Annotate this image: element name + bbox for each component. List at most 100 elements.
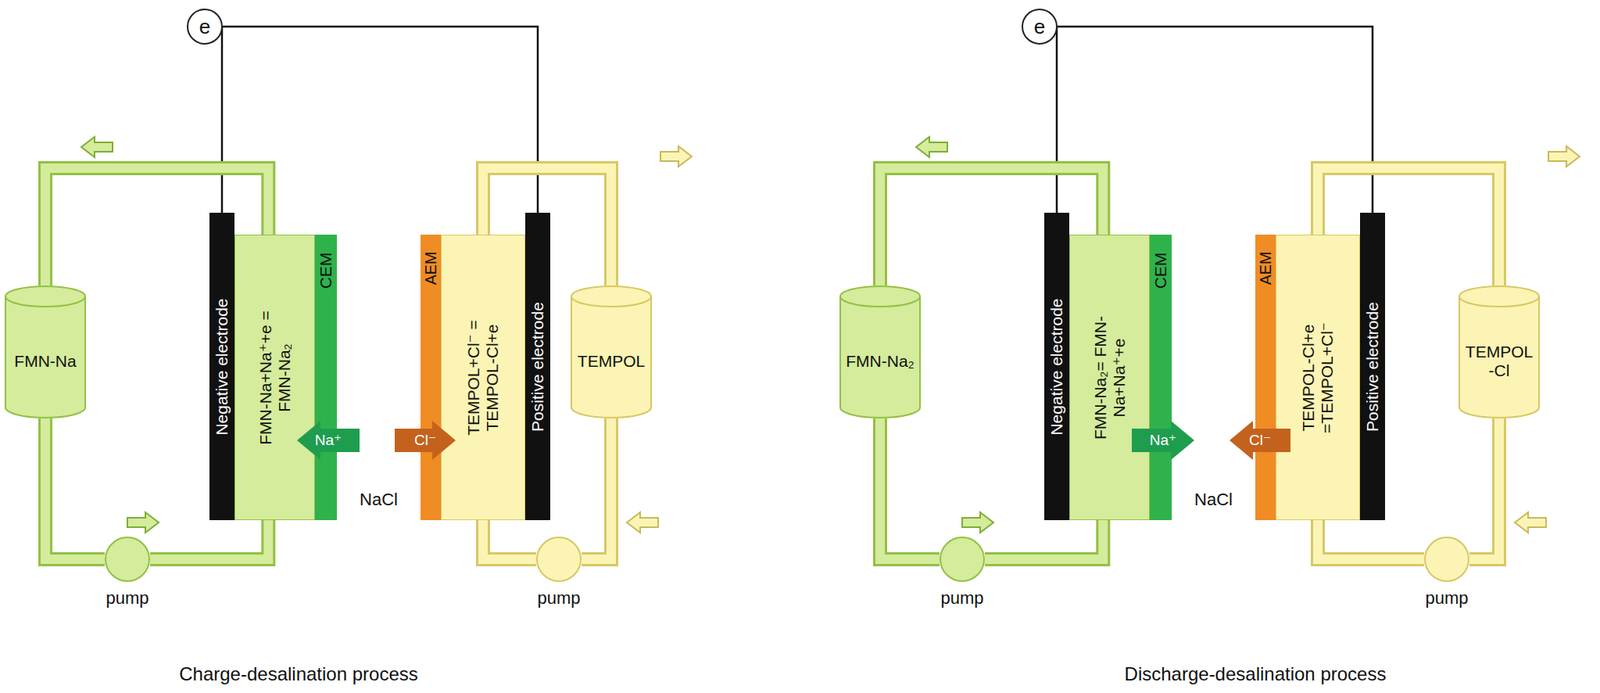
feed-channel: NaCl [336, 234, 421, 520]
ion-exchange-membrane: AEM [420, 234, 441, 520]
pipe-core [1317, 519, 1425, 559]
ion-flow-arrow: Cl⁻ [1229, 420, 1291, 460]
node-label: Na⁺ [314, 431, 342, 449]
circuit-wire [221, 26, 223, 213]
node-label: TEMPOL -Cl [1461, 342, 1537, 380]
external-circuit: e [186, 8, 223, 45]
pump: pump [536, 536, 582, 582]
reaction-chamber: TEMPOL-Cl+e =TEMPOL+Cl⁻ [1275, 234, 1361, 520]
node-label: FMN-Na [14, 351, 76, 371]
electrolyte-pipe [150, 519, 269, 559]
wire-line [221, 26, 223, 213]
ion-exchange-membrane: AEM [1255, 234, 1276, 520]
pipe-wall [984, 519, 1103, 559]
feed-channel: NaCl [1171, 234, 1256, 520]
tank-body [840, 296, 920, 418]
electrolyte-tank: TEMPOL -Cl [1458, 285, 1540, 419]
pipe-core [150, 519, 269, 559]
ion-flow-arrow: Na⁺ [1131, 420, 1195, 460]
pipe-wall [483, 519, 537, 559]
pipe-core [880, 418, 940, 559]
node-label: e [199, 16, 211, 37]
pump: pump [939, 536, 985, 582]
pipe-wall [880, 418, 940, 559]
tank-top [571, 286, 652, 307]
node-label: pump [1424, 587, 1468, 608]
electrode: Positive electrode [1360, 212, 1386, 520]
flow-arrow [1548, 146, 1580, 167]
node-label: CEM [316, 251, 336, 289]
electrode: Positive electrode [525, 212, 551, 520]
electrolyte-tank: FMN-Na [4, 285, 86, 419]
reaction-chamber: TEMPOL+Cl⁻ = TEMPOL-Cl+e [440, 234, 526, 520]
electrolyte-pipe [581, 418, 612, 559]
pipe-core [984, 519, 1103, 559]
electrolyte-pipe [880, 418, 940, 559]
node-label: TEMPOL+Cl⁻ = TEMPOL-Cl+e [464, 311, 502, 444]
flow-arrow [127, 511, 159, 533]
node-label: Na⁺ [1149, 431, 1177, 449]
node-label: Positive electrode [528, 301, 548, 432]
tank-body [5, 296, 86, 418]
circuit-wire [1056, 26, 1058, 213]
pipe-core [45, 418, 105, 559]
pipe-core [1469, 418, 1500, 559]
tank-label-area: TEMPOL [573, 307, 649, 416]
node-label: NaCl [1194, 489, 1233, 509]
node-label: Cl⁻ [1249, 431, 1271, 449]
tank-top [840, 286, 920, 307]
node-label: TEMPOL-Cl+e =TEMPOL+Cl⁻ [1299, 311, 1337, 444]
ion-flow-arrow: Na⁺ [297, 420, 360, 460]
tank-label-area: TEMPOL -Cl [1461, 307, 1537, 416]
node-label: pump [105, 587, 149, 608]
tank-body [571, 296, 652, 418]
electrolyte-pipe [483, 519, 537, 559]
tank-top [1459, 286, 1540, 307]
flow-arrow [626, 511, 659, 533]
pump: pump [104, 536, 151, 582]
electrolyte-pipe [45, 418, 105, 559]
tank-top [5, 286, 86, 307]
flow-arrow [916, 136, 948, 158]
electrode: Negative electrode [209, 212, 235, 520]
wire-line [1056, 26, 1058, 213]
node-label: AEM [422, 251, 440, 285]
flow-arrow [81, 136, 113, 158]
reaction-chamber: FMN-Na₂= FMN-Na+Na⁺+e [1069, 234, 1150, 520]
electrolyte-pipe [984, 519, 1103, 559]
tank-label-area: FMN-Na₂ [842, 307, 918, 416]
tank-label-area: FMN-Na [7, 307, 83, 416]
ion-exchange-membrane: CEM [314, 234, 337, 520]
node-label: pump [536, 587, 580, 608]
reaction-chamber: FMN-Na+Na⁺+e = FMN-Na₂ [234, 234, 315, 520]
node-label: Negative electrode [212, 297, 232, 435]
pipe-wall [45, 418, 105, 559]
pump: pump [1424, 536, 1470, 582]
node-label: TEMPOL [577, 351, 645, 371]
pipe-wall [581, 418, 612, 559]
electrolyte-tank: FMN-Na₂ [839, 285, 921, 419]
node-label: FMN-Na+Na⁺+e = FMN-Na₂ [255, 310, 294, 445]
pipe-wall [1469, 418, 1500, 559]
panel-caption: Charge-desalination process [178, 662, 419, 685]
pipe-core [483, 519, 537, 559]
pipe-wall [150, 519, 269, 559]
node-label: NaCl [359, 489, 398, 509]
external-circuit: e [1021, 8, 1058, 45]
node-label: pump [940, 587, 984, 608]
electrolyte-tank: TEMPOL [570, 285, 652, 419]
pipe-wall [1317, 519, 1425, 559]
panel-caption: Discharge-desalination process [1124, 662, 1387, 685]
node-label: Positive electrode [1363, 301, 1382, 432]
node-label: Negative electrode [1047, 297, 1067, 435]
ion-exchange-membrane: CEM [1149, 234, 1172, 520]
electrolyte-pipe [1469, 418, 1500, 559]
node-label: AEM [1256, 251, 1275, 285]
node-label: FMN-Na₂ [845, 351, 914, 371]
node-label: FMN-Na₂= FMN-Na+Na⁺+e [1090, 310, 1128, 445]
tank-body [1459, 296, 1540, 418]
flow-arrow [1514, 511, 1547, 533]
node-label: Cl⁻ [414, 431, 437, 449]
electrode: Negative electrode [1044, 212, 1070, 520]
